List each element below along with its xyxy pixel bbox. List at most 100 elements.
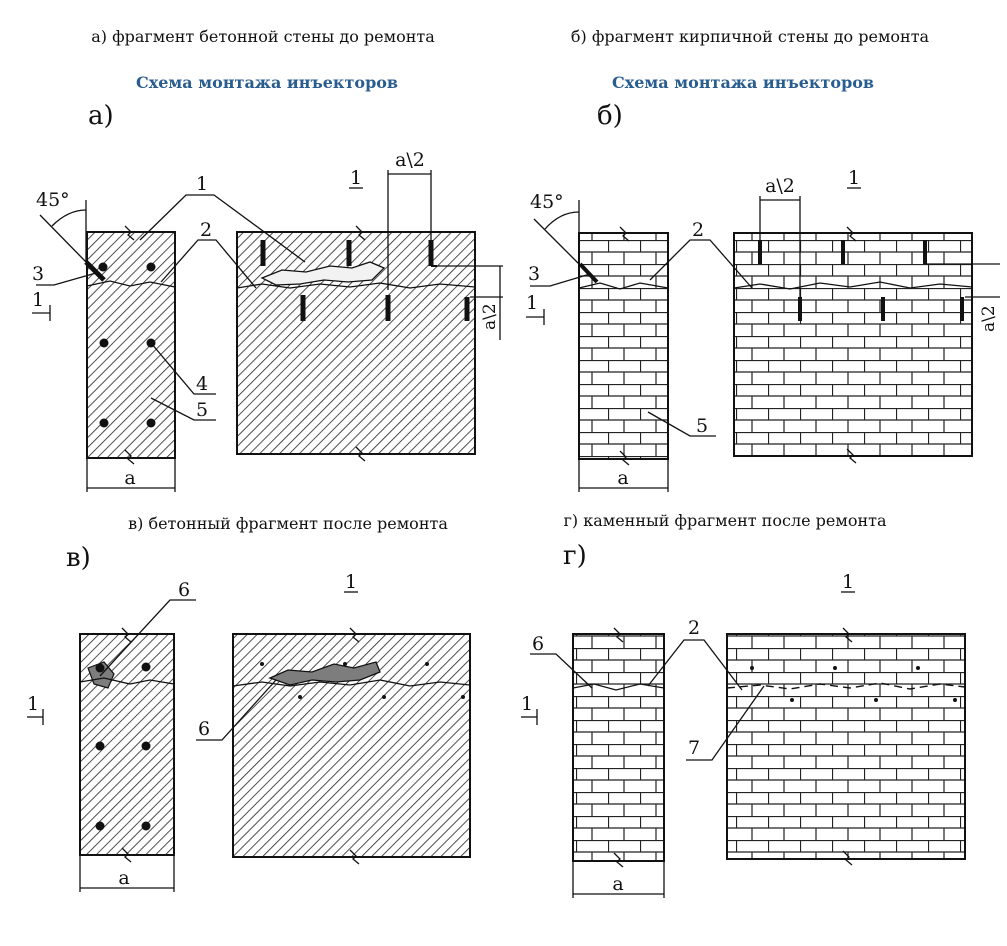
label-2: 2 [688,617,700,639]
leader-6 [99,599,196,677]
break-mark [619,450,630,466]
leader-5 [150,397,216,421]
leader-7 [686,685,765,761]
rebar [141,821,151,831]
panel-b-brick-before: а 45° а\2 а\2 2 3 1 1 5 [526,167,1000,492]
label-4: 4 [196,373,208,395]
injection-point [343,662,347,666]
caption-v: в) бетонный фрагмент после ремонта [128,514,448,533]
caption-g: г) каменный фрагмент после ремонта [564,511,887,530]
rebar [95,821,105,831]
injection-point [382,695,386,699]
caption-a: а) фрагмент бетонной стены до ремонта [91,27,435,46]
break-mark [613,852,624,868]
caption-b: б) фрагмент кирпичной стены до ремонта [571,27,930,46]
panel-label-a: а) [88,101,114,131]
injection-point [953,698,957,702]
rebar [99,338,109,348]
rebar [141,662,151,672]
rebar [99,418,109,428]
break-mark [846,226,857,242]
crack-line [733,281,973,290]
elevation-label-1: 1 [345,571,357,593]
crack-line [232,679,471,687]
break-mark [619,226,630,242]
break-mark [124,449,135,465]
concrete-elevation-a [236,231,476,455]
rebar [95,741,105,751]
label-6: 6 [178,579,190,601]
injection-point [833,666,837,670]
break-mark [349,849,360,865]
injector-inclined [578,262,599,284]
angle-arc [544,211,580,230]
crack-line [79,677,175,685]
label-1: 1 [196,173,208,195]
injection-point [260,662,264,666]
brick-elevation-g [726,633,966,860]
repair-band [268,661,381,686]
repaired-crack [726,682,966,690]
half-a-label-top: а\2 [765,175,795,197]
label-3: 3 [528,263,540,285]
break-mark [124,225,135,241]
panel-g-masonry-after: а 6 2 7 1 1 [521,571,966,898]
dimension-a-label: а [612,873,623,895]
crack-line [578,282,669,290]
brick-elevation-b [733,232,973,457]
injection-point [298,695,302,699]
break-mark [842,627,853,643]
elevation-label-1: 1 [842,571,854,593]
leader-2 [649,239,753,289]
injection-point [425,662,429,666]
leader-6 [196,679,277,741]
angle-label: 45° [530,191,564,213]
elevation-label-1: 1 [848,167,860,189]
break-mark [121,627,132,643]
leader-4 [150,342,216,395]
crack-band [260,261,386,286]
injection-point [916,666,920,670]
brick-section-g [572,633,665,862]
crack-line [236,282,476,289]
break-mark [121,847,132,863]
half-a-label-right: а\2 [480,303,500,330]
break-mark [349,627,360,643]
injection-point [874,698,878,702]
angle-arc [51,209,87,227]
leader-3 [530,273,591,287]
dimension-a-label: а [617,467,628,489]
rebar [95,663,105,673]
scheme-title-right: Схема монтажа инъекторов [612,73,874,92]
scheme-title-left: Схема монтажа инъекторов [136,73,398,92]
panel-a-concrete-before: а 45° а\2 а\2 1 2 3 1 1 4 5 [32,149,503,492]
angle-ref-line [39,214,87,263]
injection-point [790,698,794,702]
dimension-a-label: а [124,467,135,489]
label-6: 6 [532,633,544,655]
brick-section-b [578,232,669,460]
half-a-label-right: а\2 [979,305,999,332]
dimension-a-label: а [118,867,129,889]
rebar [146,418,156,428]
label-5: 5 [696,415,708,437]
angle-label: 45° [36,189,70,211]
label-5: 5 [196,399,208,421]
leader-5 [647,411,716,437]
panel-label-g: г) [563,541,587,571]
panel-label-b: б) [597,101,623,131]
leader-6 [530,653,593,689]
rebar [98,262,108,272]
label-2: 2 [692,219,704,241]
leader-3 [36,272,97,286]
half-a-label-top: а\2 [395,149,425,171]
break-mark [355,446,366,462]
injection-point [461,695,465,699]
label-3: 3 [32,263,44,285]
elevation-label-1: 1 [350,167,362,189]
injector-inclined [84,260,106,282]
angle-ref-line [533,218,580,265]
leader-2 [647,639,743,691]
panel-v-concrete-after: а 6 6 1 1 [27,571,471,892]
rebar [146,262,156,272]
